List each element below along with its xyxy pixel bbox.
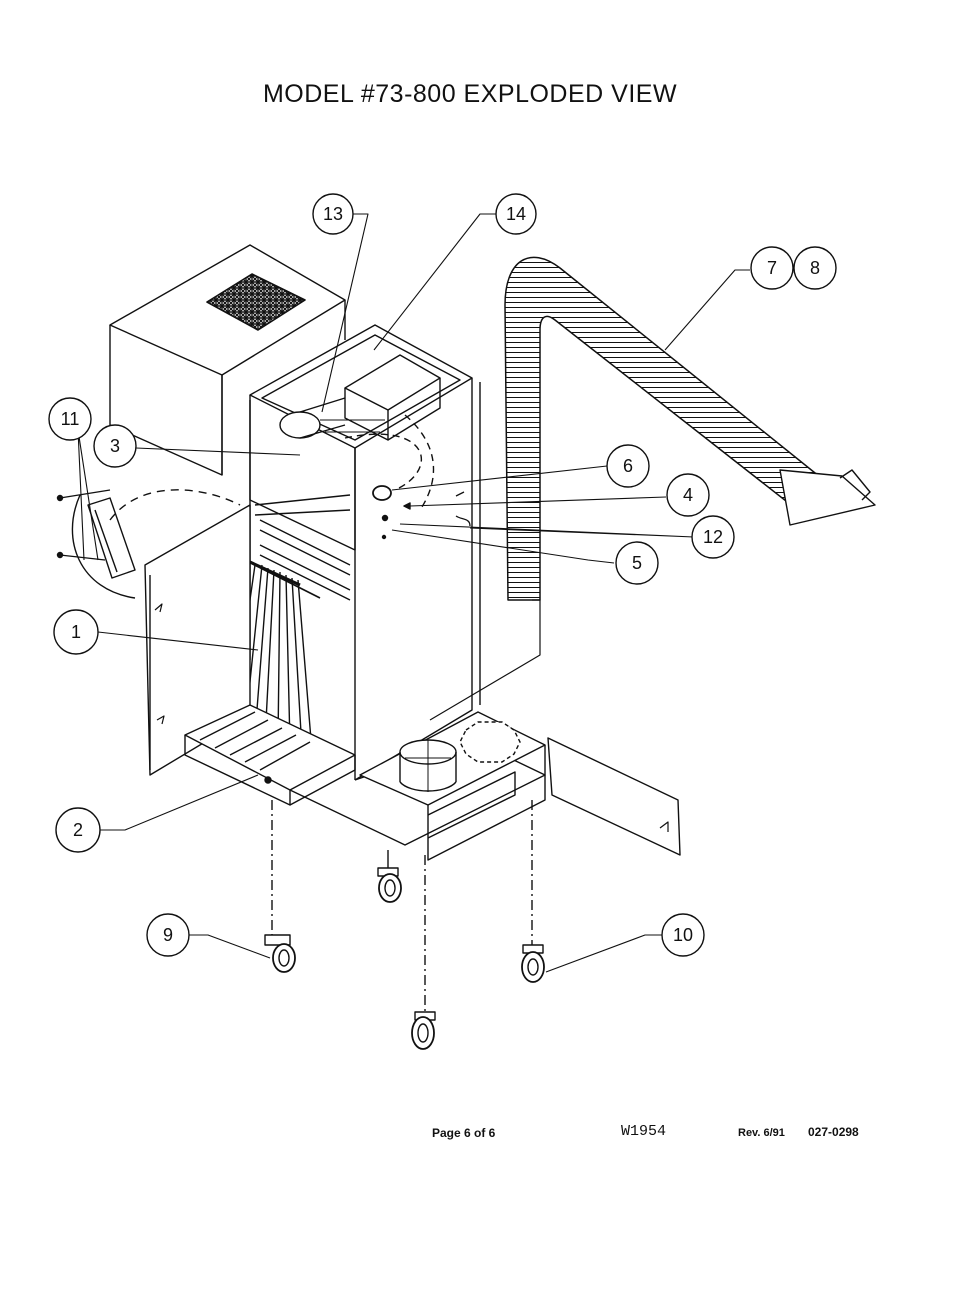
footer-page-number: Page 6 of 6 xyxy=(432,1126,496,1140)
bracket-assembly xyxy=(56,489,241,599)
callout-11: 11 xyxy=(48,397,92,441)
callout-7: 7 xyxy=(750,246,794,290)
svg-text:12: 12 xyxy=(703,527,723,547)
svg-text:8: 8 xyxy=(810,258,820,278)
base-platform xyxy=(289,599,546,861)
right-door xyxy=(547,737,681,856)
svg-text:14: 14 xyxy=(506,204,526,224)
callout-6: 6 xyxy=(606,444,650,488)
diagram-title: MODEL #73-800 EXPLODED VIEW xyxy=(262,80,678,108)
svg-text:11: 11 xyxy=(61,409,80,429)
footer-revision: Rev. 6/91 xyxy=(738,1127,785,1139)
svg-text:5: 5 xyxy=(632,553,642,573)
svg-text:2: 2 xyxy=(73,820,83,840)
svg-text:13: 13 xyxy=(323,204,343,224)
callout-13: 13 xyxy=(312,193,354,235)
svg-text:4: 4 xyxy=(683,485,693,505)
footer-part-number: 027-0298 xyxy=(808,1125,859,1139)
callouts: 1 2 3 4 5 6 7 8 9 10 11 12 13 14 xyxy=(48,193,837,957)
callout-8: 8 xyxy=(793,246,837,290)
callout-9: 9 xyxy=(146,913,190,957)
callout-12: 12 xyxy=(691,515,735,559)
dust-tray xyxy=(184,704,356,806)
callout-10: 10 xyxy=(661,913,705,957)
flexible-hose xyxy=(504,256,876,601)
callout-14: 14 xyxy=(495,193,537,235)
svg-text:10: 10 xyxy=(673,925,693,945)
svg-text:1: 1 xyxy=(71,622,81,642)
svg-text:3: 3 xyxy=(110,436,120,456)
callout-1: 1 xyxy=(53,609,99,655)
footer-code: W1954 xyxy=(621,1123,667,1140)
callout-5: 5 xyxy=(615,541,659,585)
svg-text:9: 9 xyxy=(163,925,173,945)
top-cover-box xyxy=(109,244,346,476)
casters xyxy=(264,800,545,1050)
leader-lines xyxy=(77,213,750,973)
callout-2: 2 xyxy=(55,807,101,853)
svg-text:7: 7 xyxy=(767,258,777,278)
svg-text:6: 6 xyxy=(623,456,633,476)
callout-4: 4 xyxy=(666,473,710,517)
callout-3: 3 xyxy=(93,424,137,468)
main-cabinet xyxy=(249,324,481,781)
